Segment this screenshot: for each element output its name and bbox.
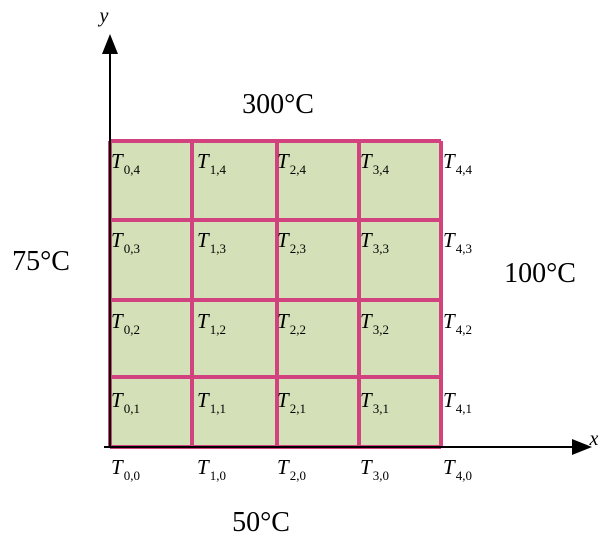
node-subscript: 3,4: [373, 162, 390, 177]
node-label-1-0: T1,0: [197, 455, 226, 483]
y-axis-label: y: [98, 5, 109, 27]
node-subscript: 2,4: [290, 162, 307, 177]
node-symbol: T: [197, 388, 210, 412]
node-symbol: T: [197, 228, 210, 252]
node-symbol: T: [443, 228, 456, 252]
node-label-2-0: T2,0: [277, 455, 306, 483]
node-label-4-1: T4,1: [443, 388, 472, 416]
node-subscript: 0,3: [124, 241, 140, 256]
node-label-4-3: T4,3: [443, 228, 472, 256]
axes: y x: [98, 5, 599, 455]
node-symbol: T: [111, 309, 124, 333]
node-symbol: T: [277, 309, 290, 333]
boundary-right-label: 100°C: [504, 258, 576, 289]
node-label-3-4: T3,4: [360, 149, 389, 177]
node-subscript: 2,2: [290, 322, 306, 337]
node-subscript: 3,3: [373, 241, 389, 256]
node-subscript: 3,0: [373, 468, 389, 483]
node-label-3-1: T3,1: [360, 388, 389, 416]
node-label-1-4: T1,4: [197, 149, 226, 177]
node-symbol: T: [111, 228, 124, 252]
node-symbol: T: [360, 149, 373, 173]
node-label-0-0: T0,0: [111, 455, 140, 483]
node-label-2-4: T2,4: [277, 149, 306, 177]
node-symbol: T: [111, 149, 124, 173]
node-subscript: 4,2: [456, 322, 472, 337]
node-label-4-0: T4,0: [443, 455, 472, 483]
node-symbol: T: [360, 228, 373, 252]
node-subscript: 1,0: [210, 468, 226, 483]
node-subscript: 1,4: [210, 162, 227, 177]
node-subscript: 1,2: [210, 322, 226, 337]
node-label-0-1: T0,1: [111, 388, 140, 416]
node-label-2-1: T2,1: [277, 388, 306, 416]
node-subscript: 0,1: [124, 401, 140, 416]
node-subscript: 2,3: [290, 241, 306, 256]
boundary-bottom-label: 50°C: [232, 507, 290, 538]
node-label-4-4: T4,4: [443, 149, 472, 177]
node-symbol: T: [277, 149, 290, 173]
node-subscript: 0,2: [124, 322, 140, 337]
node-subscript: 4,3: [456, 241, 472, 256]
node-symbol: T: [443, 455, 456, 479]
node-symbol: T: [277, 388, 290, 412]
node-label-1-1: T1,1: [197, 388, 226, 416]
node-subscript: 1,1: [210, 401, 226, 416]
node-subscript: 2,0: [290, 468, 306, 483]
node-label-2-2: T2,2: [277, 309, 306, 337]
node-label-3-2: T3,2: [360, 309, 389, 337]
boundary-conditions: 300°C 75°C 100°C 50°C: [12, 89, 576, 538]
node-subscript: 4,1: [456, 401, 472, 416]
x-axis-label: x: [589, 428, 599, 450]
node-symbol: T: [197, 309, 210, 333]
node-label-3-3: T3,3: [360, 228, 389, 256]
node-symbol: T: [360, 309, 373, 333]
node-symbol: T: [277, 228, 290, 252]
node-label-1-2: T1,2: [197, 309, 226, 337]
node-symbol: T: [111, 388, 124, 412]
node-label-0-3: T0,3: [111, 228, 140, 256]
node-symbol: T: [111, 455, 124, 479]
node-subscript: 0,4: [124, 162, 141, 177]
node-label-0-4: T0,4: [111, 149, 140, 177]
node-subscript: 4,0: [456, 468, 472, 483]
node-subscript: 3,1: [373, 401, 389, 416]
node-symbol: T: [360, 455, 373, 479]
node-subscript: 0,0: [124, 468, 140, 483]
node-subscript: 4,4: [456, 162, 473, 177]
node-label-2-3: T2,3: [277, 228, 306, 256]
node-symbol: T: [277, 455, 290, 479]
node-subscript: 2,1: [290, 401, 306, 416]
node-subscript: 3,2: [373, 322, 389, 337]
boundary-left-label: 75°C: [12, 246, 70, 277]
node-symbol: T: [197, 455, 210, 479]
node-symbol: T: [197, 149, 210, 173]
node-label-1-3: T1,3: [197, 228, 226, 256]
node-label-0-2: T0,2: [111, 309, 140, 337]
mesh-grid: [108, 139, 443, 449]
node-label-3-0: T3,0: [360, 455, 389, 483]
node-symbol: T: [360, 388, 373, 412]
boundary-top-label: 300°C: [242, 89, 314, 120]
node-symbol: T: [443, 149, 456, 173]
node-subscript: 1,3: [210, 241, 226, 256]
node-symbol: T: [443, 309, 456, 333]
node-symbol: T: [443, 388, 456, 412]
node-label-4-2: T4,2: [443, 309, 472, 337]
